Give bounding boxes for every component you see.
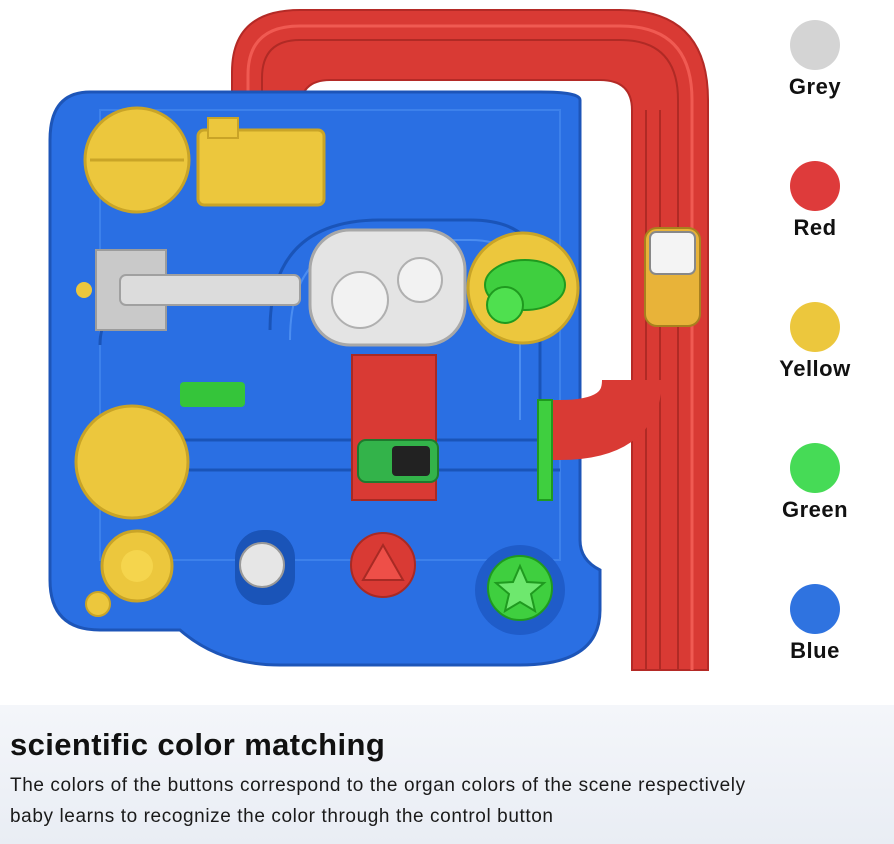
- triangle-button-icon: [361, 542, 405, 581]
- legend-item-green: Green: [760, 443, 870, 553]
- legend-label: Green: [781, 497, 849, 522]
- helicopter-icon: [484, 259, 566, 324]
- color-swatch: [790, 161, 840, 211]
- caption-title: scientific color matching: [10, 727, 386, 762]
- legend-label: Yellow: [779, 356, 851, 381]
- green-bar: [180, 382, 245, 407]
- color-swatch: [790, 584, 840, 634]
- legend-item-grey: Grey: [760, 20, 870, 130]
- star-button-icon: [493, 563, 547, 614]
- caption-line: The colors of the buttons correspond to …: [10, 775, 746, 796]
- blue-base: [48, 90, 602, 667]
- legend-item-red: Red: [760, 161, 870, 271]
- car-track-toy-illustration: [48, 9, 709, 671]
- color-swatch: [790, 443, 840, 493]
- caption-line: baby learns to recognize the color throu…: [10, 806, 554, 827]
- legend-label: Red: [793, 215, 837, 240]
- color-swatch: [790, 20, 840, 70]
- track-car: [644, 227, 701, 327]
- caption-panel: scientific color matching The colors of …: [0, 705, 894, 844]
- legend-item-yellow: Yellow: [760, 302, 870, 412]
- robot-arm-icon: [76, 249, 301, 331]
- toy-car-icon: [357, 439, 439, 483]
- color-swatch: [790, 302, 840, 352]
- legend-label: Blue: [790, 638, 840, 663]
- legend-label: Grey: [788, 74, 842, 99]
- yellow-crane-block: [196, 128, 326, 207]
- yellow-disc-left: [74, 404, 190, 520]
- grey-dome: [308, 228, 467, 347]
- gear-knob-icon: [85, 529, 174, 617]
- legend-item-blue: Blue: [760, 584, 870, 694]
